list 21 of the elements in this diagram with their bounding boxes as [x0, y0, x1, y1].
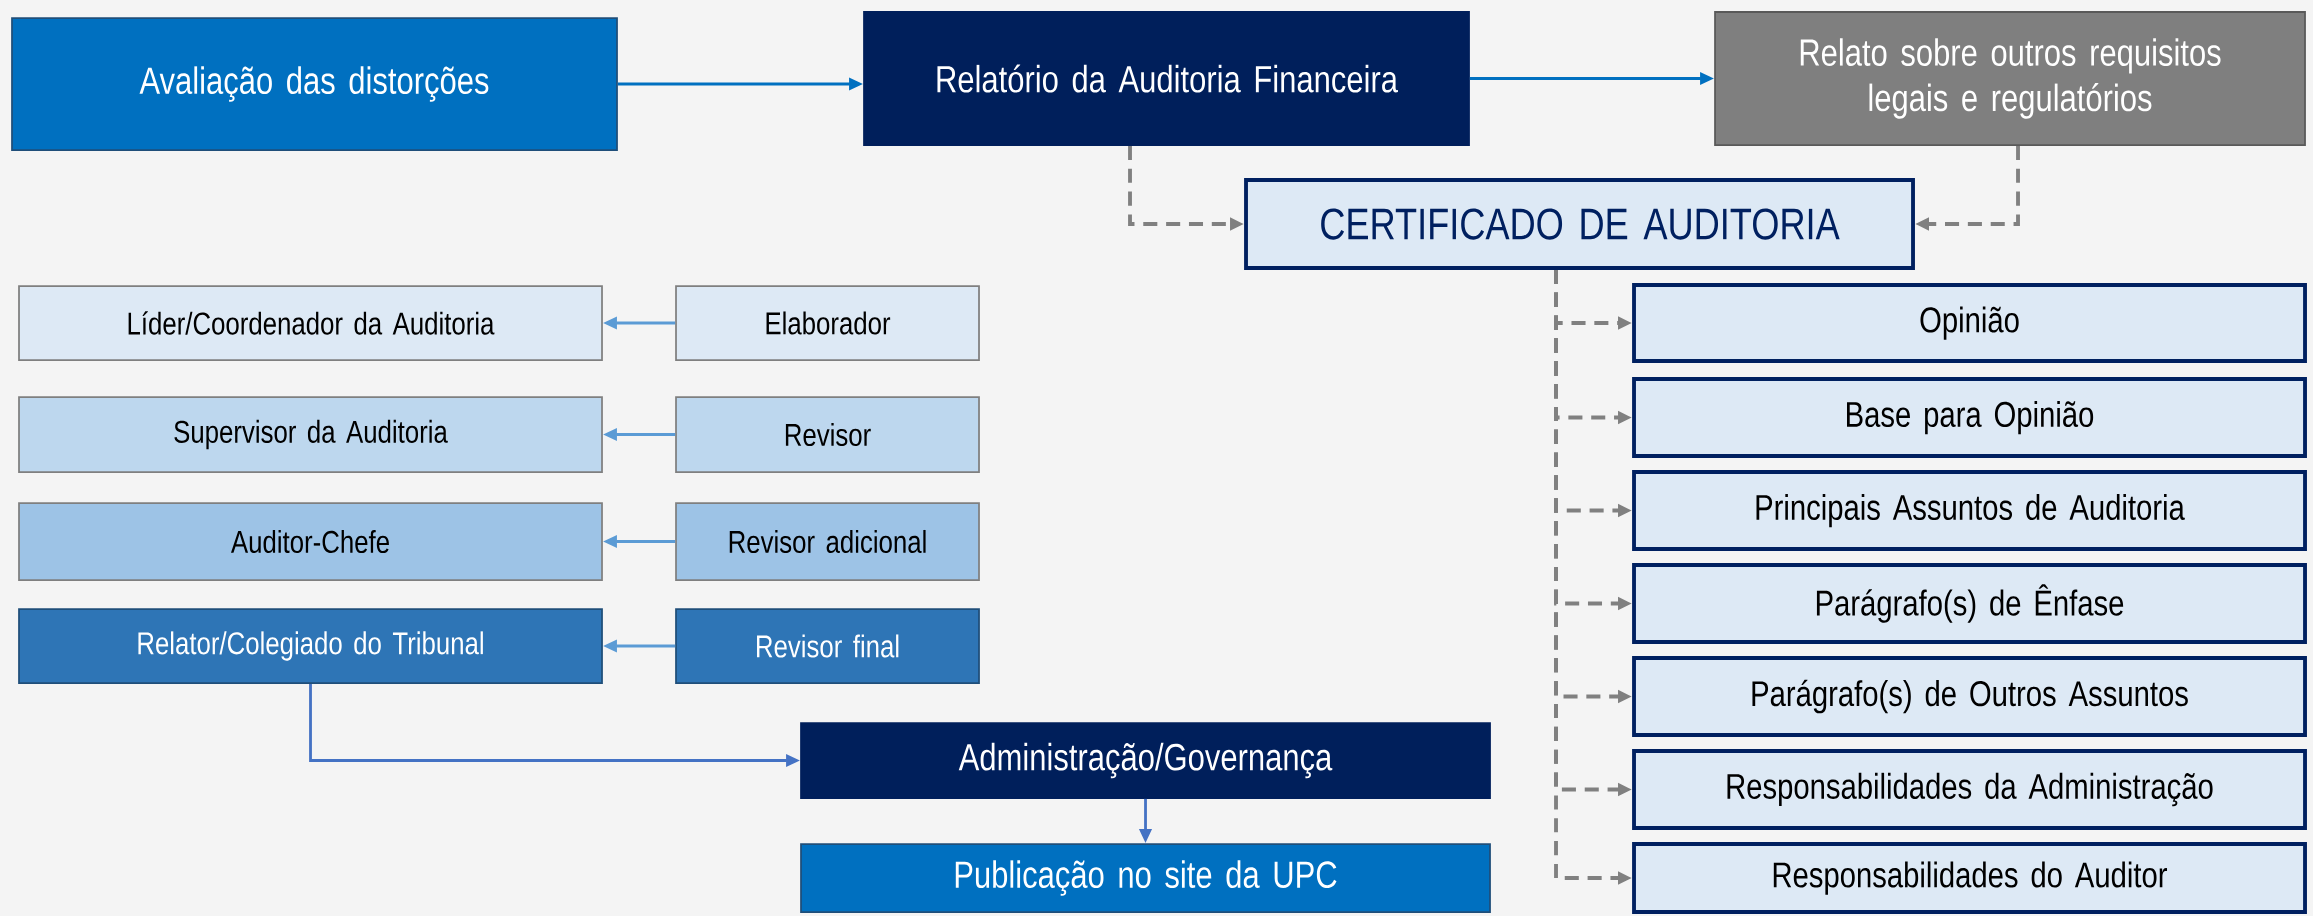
process-box: Revisor	[675, 396, 980, 473]
process-box: Auditor-Chefe	[18, 502, 603, 581]
process-box: Relatório da Auditoria Financeira	[863, 11, 1470, 146]
process-box: Avaliação das distorções	[11, 17, 618, 151]
process-box: Administração/Governança	[800, 722, 1491, 799]
process-box: Responsabilidades do Auditor	[1632, 842, 2307, 914]
process-box: Relator/Colegiado do Tribunal	[18, 608, 603, 684]
process-box: Revisor final	[675, 608, 980, 684]
process-box: Elaborador	[675, 285, 980, 361]
process-box: Parágrafo(s) de Ênfase	[1632, 563, 2307, 644]
process-box: Publicação no site da UPC	[800, 843, 1491, 913]
process-box: CERTIFICADO DE AUDITORIA	[1244, 178, 1915, 270]
process-box: Revisor adicional	[675, 502, 980, 581]
process-box: Parágrafo(s) de Outros Assuntos	[1632, 656, 2307, 737]
process-box: Principais Assuntos de Auditoria	[1632, 470, 2307, 551]
process-box: Relato sobre outros requisitos legais e regulatórios	[1714, 11, 2306, 146]
process-box: Responsabilidades da Administração	[1632, 749, 2307, 830]
process-box: Líder/Coordenador da Auditoria	[18, 285, 603, 361]
process-box: Base para Opinião	[1632, 377, 2307, 458]
process-box: Opinião	[1632, 283, 2307, 363]
process-box: Supervisor da Auditoria	[18, 396, 603, 473]
